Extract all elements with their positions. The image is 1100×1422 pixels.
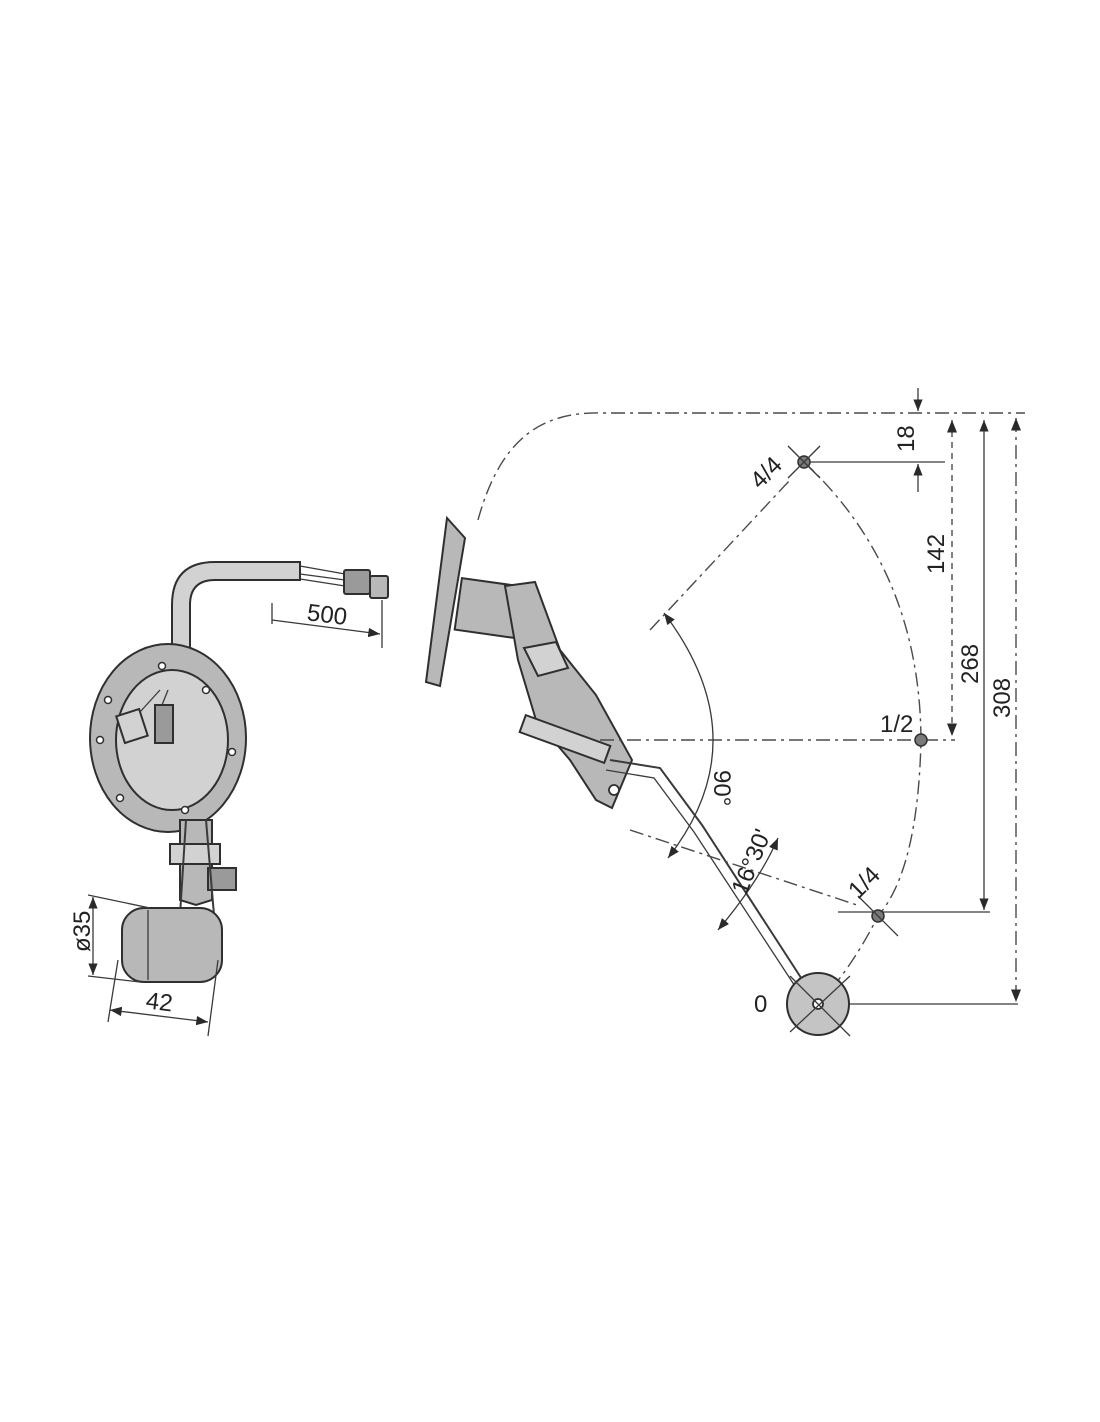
sweep-view: 90° 16°30' 4/4 1/2 1/4 0 18 142 268 308 xyxy=(424,388,1025,1037)
level-half-label: 1/2 xyxy=(880,711,913,738)
float-arm-second xyxy=(605,769,809,1007)
terminal-wires xyxy=(139,689,169,713)
level-empty-label: 0 xyxy=(754,991,767,1018)
dim-142-label: 142 xyxy=(923,534,950,574)
sender-mounting-plate xyxy=(424,515,467,688)
side-view-sender-unit: 500 ø35 xyxy=(69,561,389,1037)
flange-terminal-left xyxy=(115,707,149,745)
sender-body xyxy=(503,580,634,810)
dim-42-line xyxy=(109,1006,209,1026)
float-rod-a xyxy=(179,819,187,916)
dim-268-label: 268 xyxy=(957,644,984,684)
bracket-screw xyxy=(207,867,237,891)
dim-42-label: 42 xyxy=(144,987,174,1017)
flange-bolt-holes xyxy=(95,661,237,815)
dim-35-label: ø35 xyxy=(69,911,96,952)
float xyxy=(121,907,223,983)
cable-connector-tip xyxy=(369,575,389,599)
sweep-envelope-top xyxy=(477,412,1025,521)
level-full-label: 4/4 xyxy=(745,452,788,495)
float-disc-cross-a xyxy=(789,975,851,1037)
level-quarter-label: 1/4 xyxy=(843,862,886,905)
dim-42-extension-right xyxy=(207,959,219,1037)
bracket-clamp xyxy=(169,843,221,865)
level-point-half xyxy=(914,733,928,747)
dim-500-line xyxy=(271,619,381,638)
float-disc-cross-b xyxy=(789,975,851,1033)
dim-42-extension-left xyxy=(107,959,119,1023)
level-point-full xyxy=(787,445,821,479)
dim-500-label: 500 xyxy=(305,599,348,631)
float-rod-b xyxy=(205,819,215,916)
dim-35-extension-bottom xyxy=(87,975,141,983)
cable-connector xyxy=(343,569,371,595)
sweep-arc xyxy=(803,461,922,1005)
angle-16-30-label: 16°30' xyxy=(727,825,777,898)
dim-35-extension-top xyxy=(87,894,151,909)
pivot-screw xyxy=(608,784,620,796)
dim-308-label: 308 xyxy=(989,678,1016,718)
sender-body-detail xyxy=(522,640,570,678)
cable-wires xyxy=(299,565,346,587)
flange-terminal-right xyxy=(154,704,174,744)
angle-90-label: 90° xyxy=(708,770,735,806)
level-point-quarter xyxy=(857,895,899,937)
ray-full xyxy=(649,479,791,631)
sender-clamp xyxy=(518,713,612,765)
angle-arc-90 xyxy=(663,612,714,859)
angle-arc-16-30 xyxy=(717,837,779,931)
dim-18-label: 18 xyxy=(893,425,920,452)
